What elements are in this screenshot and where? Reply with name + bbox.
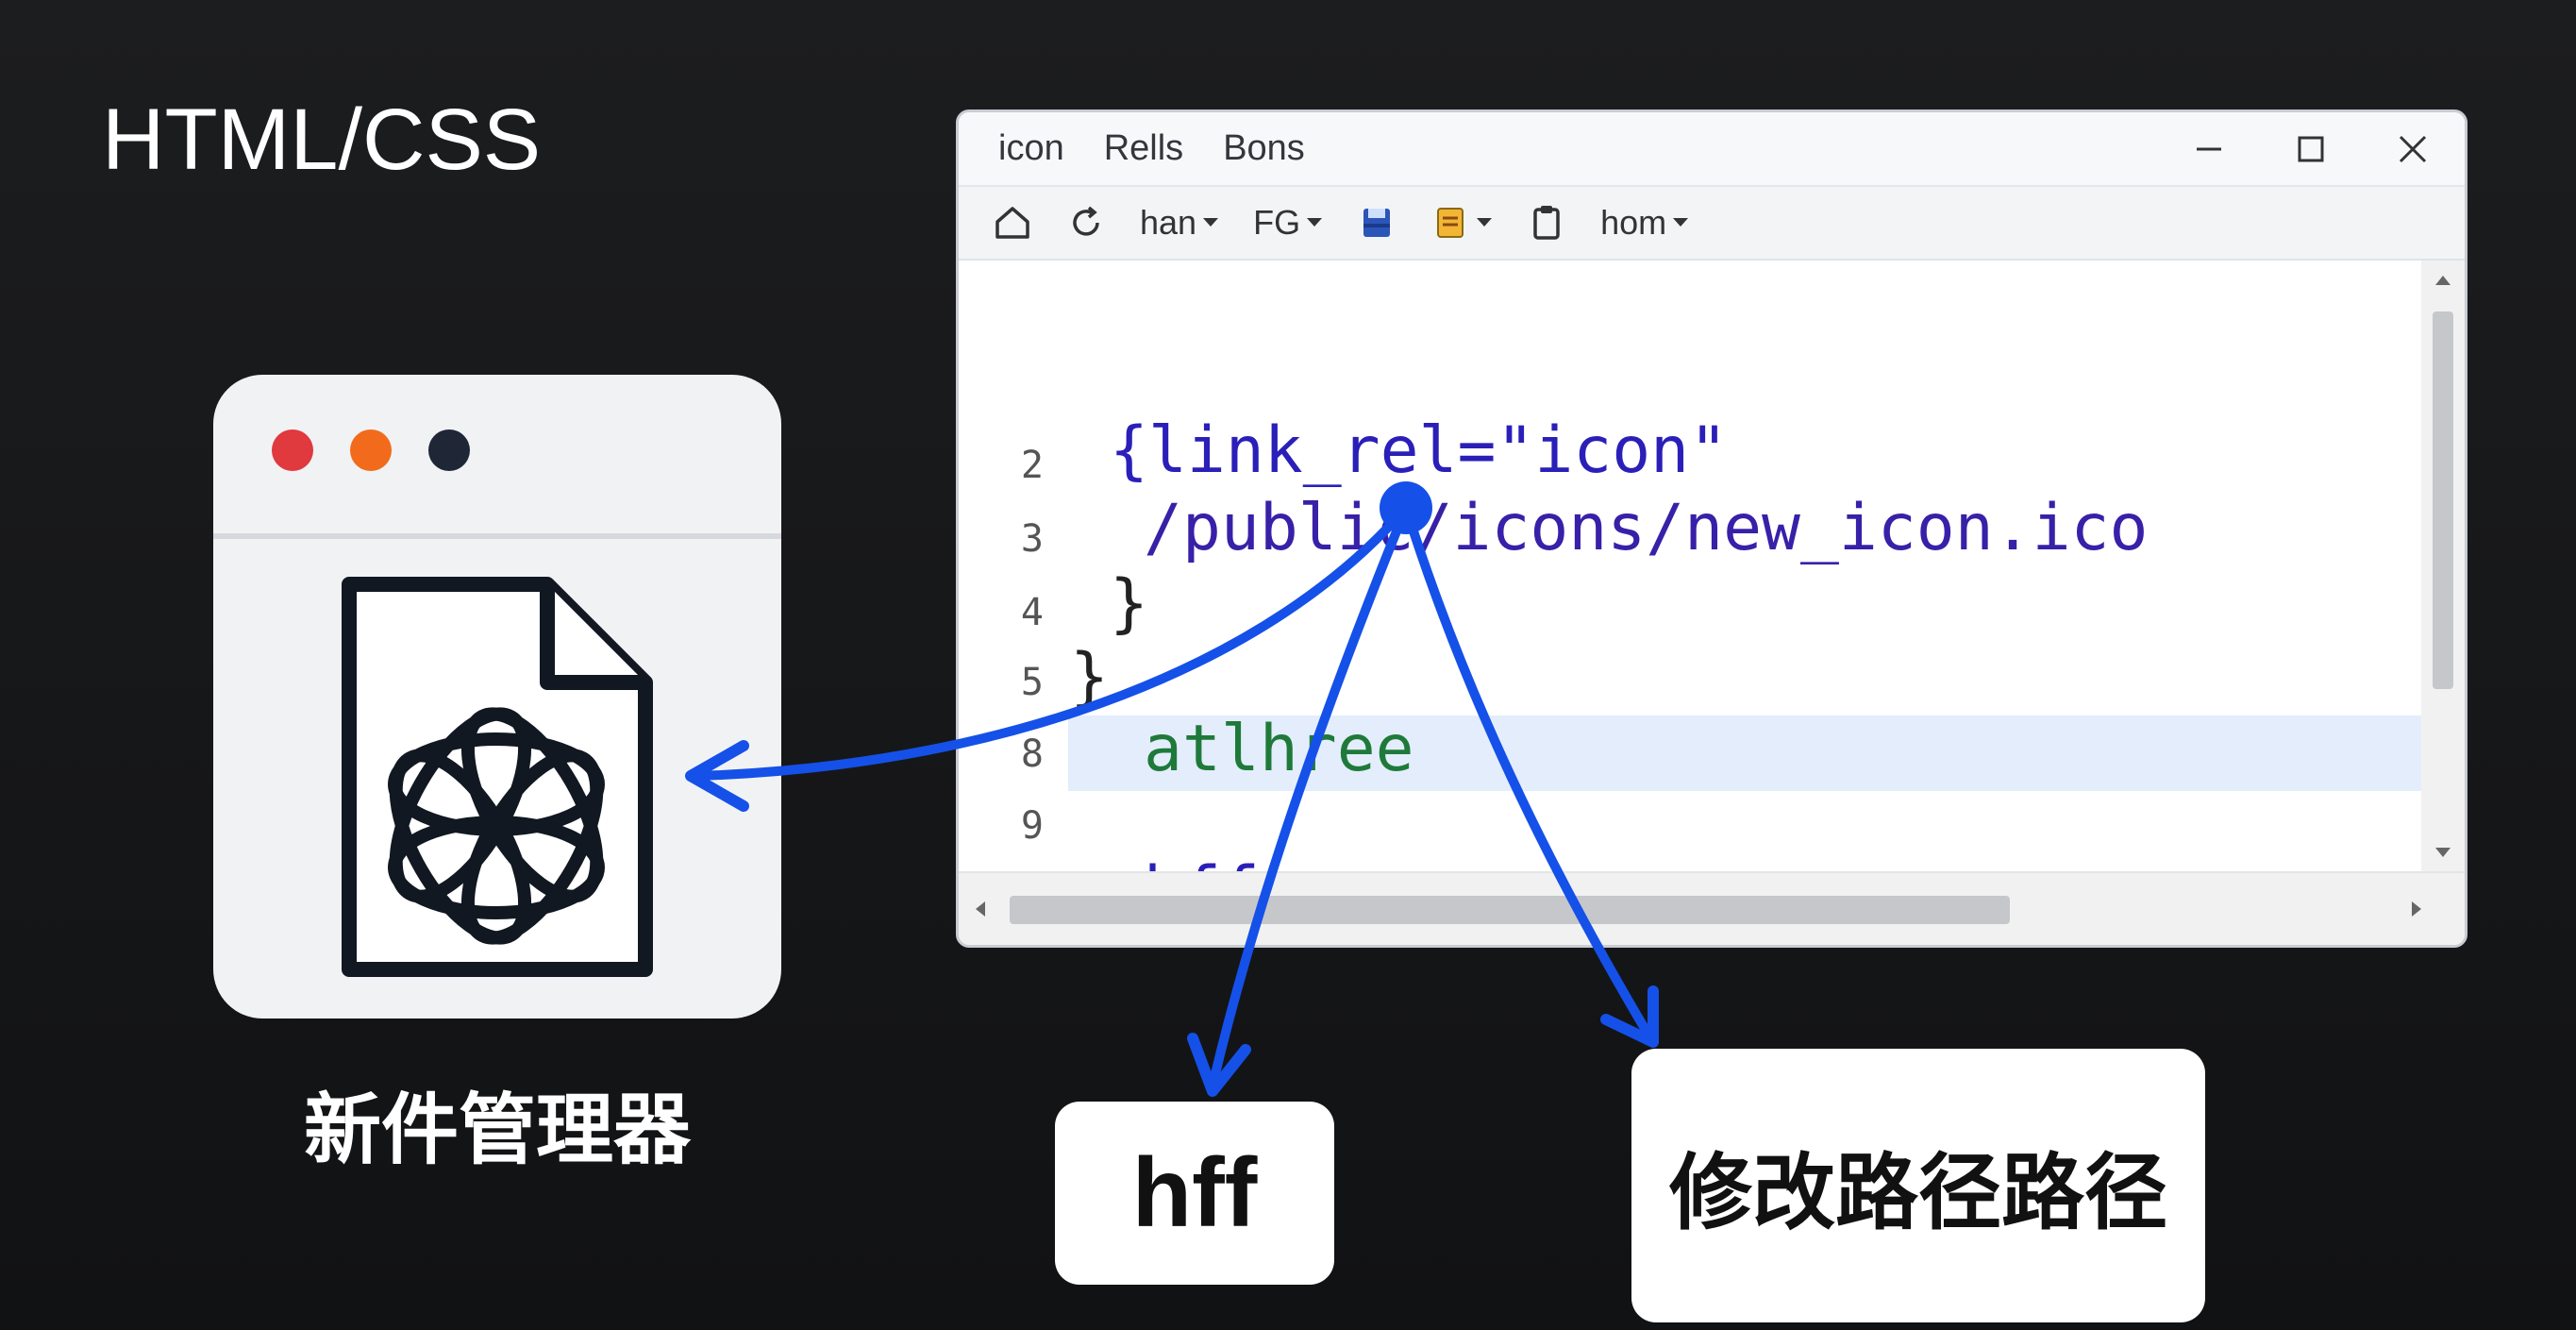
save-icon <box>1363 209 1391 237</box>
minimize-button[interactable] <box>2185 126 2233 173</box>
code-line: } <box>1110 566 1148 641</box>
code-line: atlhree <box>1144 712 1414 786</box>
close-icon <box>2399 135 2427 162</box>
orange-dot-icon[interactable] <box>350 429 392 471</box>
line-number: 3 <box>1020 517 1044 561</box>
window-dots <box>272 429 470 471</box>
dropdown-han[interactable]: han <box>1140 194 1219 251</box>
arrowhead-hff-icon <box>1187 1033 1251 1097</box>
dark-dot-icon[interactable] <box>428 429 470 471</box>
fm-divider <box>213 533 781 539</box>
menu-item-bons[interactable]: Bons <box>1223 128 1305 168</box>
maximize-icon <box>2298 136 2324 161</box>
note-icon <box>1437 208 1464 238</box>
home-icon <box>995 207 1029 239</box>
dropdown-fg[interactable]: FG <box>1253 194 1323 251</box>
toolbar: han FG hom <box>959 187 2465 261</box>
vertical-scrollbar[interactable] <box>2421 261 2465 872</box>
save-button[interactable] <box>1357 194 1397 251</box>
chevron-down-icon <box>1673 218 1689 227</box>
vertical-scroll-thumb[interactable] <box>2433 311 2453 689</box>
line-number: 5 <box>1020 661 1044 704</box>
code-line: } <box>1070 640 1109 715</box>
arrowhead-path-icon <box>1600 985 1659 1048</box>
code-editor[interactable]: 2 3 4 5 8 9 10 12 {link_rel="icon" /publ… <box>959 261 2423 945</box>
line-number: 9 <box>1020 804 1044 848</box>
dropdown-hom[interactable]: hom <box>1600 194 1689 251</box>
scroll-right-icon <box>2412 901 2421 917</box>
line-number: 2 <box>1020 444 1044 487</box>
menu-item-icon[interactable]: icon <box>998 128 1064 168</box>
hff-label-box: hff <box>1055 1102 1334 1285</box>
refresh-button[interactable] <box>1066 194 1106 251</box>
file-manager-window <box>213 375 781 1019</box>
refresh-icon <box>1073 206 1099 236</box>
window-controls <box>2185 112 2436 185</box>
clipboard-button[interactable] <box>1527 194 1566 251</box>
scroll-down-icon <box>2435 848 2451 857</box>
code-line: /public/icons/new_icon.ico <box>1144 491 2149 565</box>
dropdown-han-label: han <box>1140 203 1197 242</box>
openai-logo-icon <box>388 707 605 945</box>
close-button[interactable] <box>2389 126 2436 173</box>
horizontal-scrollbar[interactable] <box>959 871 2465 945</box>
editor-window: icon Rells Bons han FG <box>956 109 2467 948</box>
dropdown-hom-label: hom <box>1600 203 1667 242</box>
menu-bar: icon Rells Bons <box>959 112 2465 187</box>
line-number: 8 <box>1020 732 1044 776</box>
horizontal-scroll-thumb[interactable] <box>1010 896 2010 924</box>
page-title: HTML/CSS <box>102 92 542 188</box>
note-dropdown-button[interactable] <box>1430 194 1493 251</box>
chevron-down-icon <box>1477 218 1493 227</box>
modify-path-label-box: 修改路径路径 <box>1631 1049 2205 1322</box>
maximize-button[interactable] <box>2287 126 2334 173</box>
chevron-down-icon <box>1307 218 1323 227</box>
file-icon[interactable] <box>328 573 664 988</box>
clipboard-icon <box>1533 206 1560 240</box>
menu-item-rells[interactable]: Rells <box>1103 128 1184 168</box>
chevron-down-icon <box>1203 218 1219 227</box>
file-manager-label: 新件管理器 <box>303 1087 691 1173</box>
home-button[interactable] <box>993 194 1032 251</box>
red-dot-icon[interactable] <box>272 429 313 471</box>
scroll-left-icon <box>976 901 985 917</box>
code-line: {link_rel="icon" <box>1110 413 1729 488</box>
line-number: 4 <box>1020 591 1044 634</box>
minimize-icon <box>2197 147 2221 150</box>
scroll-up-icon <box>2435 276 2451 285</box>
dropdown-fg-label: FG <box>1253 203 1301 242</box>
